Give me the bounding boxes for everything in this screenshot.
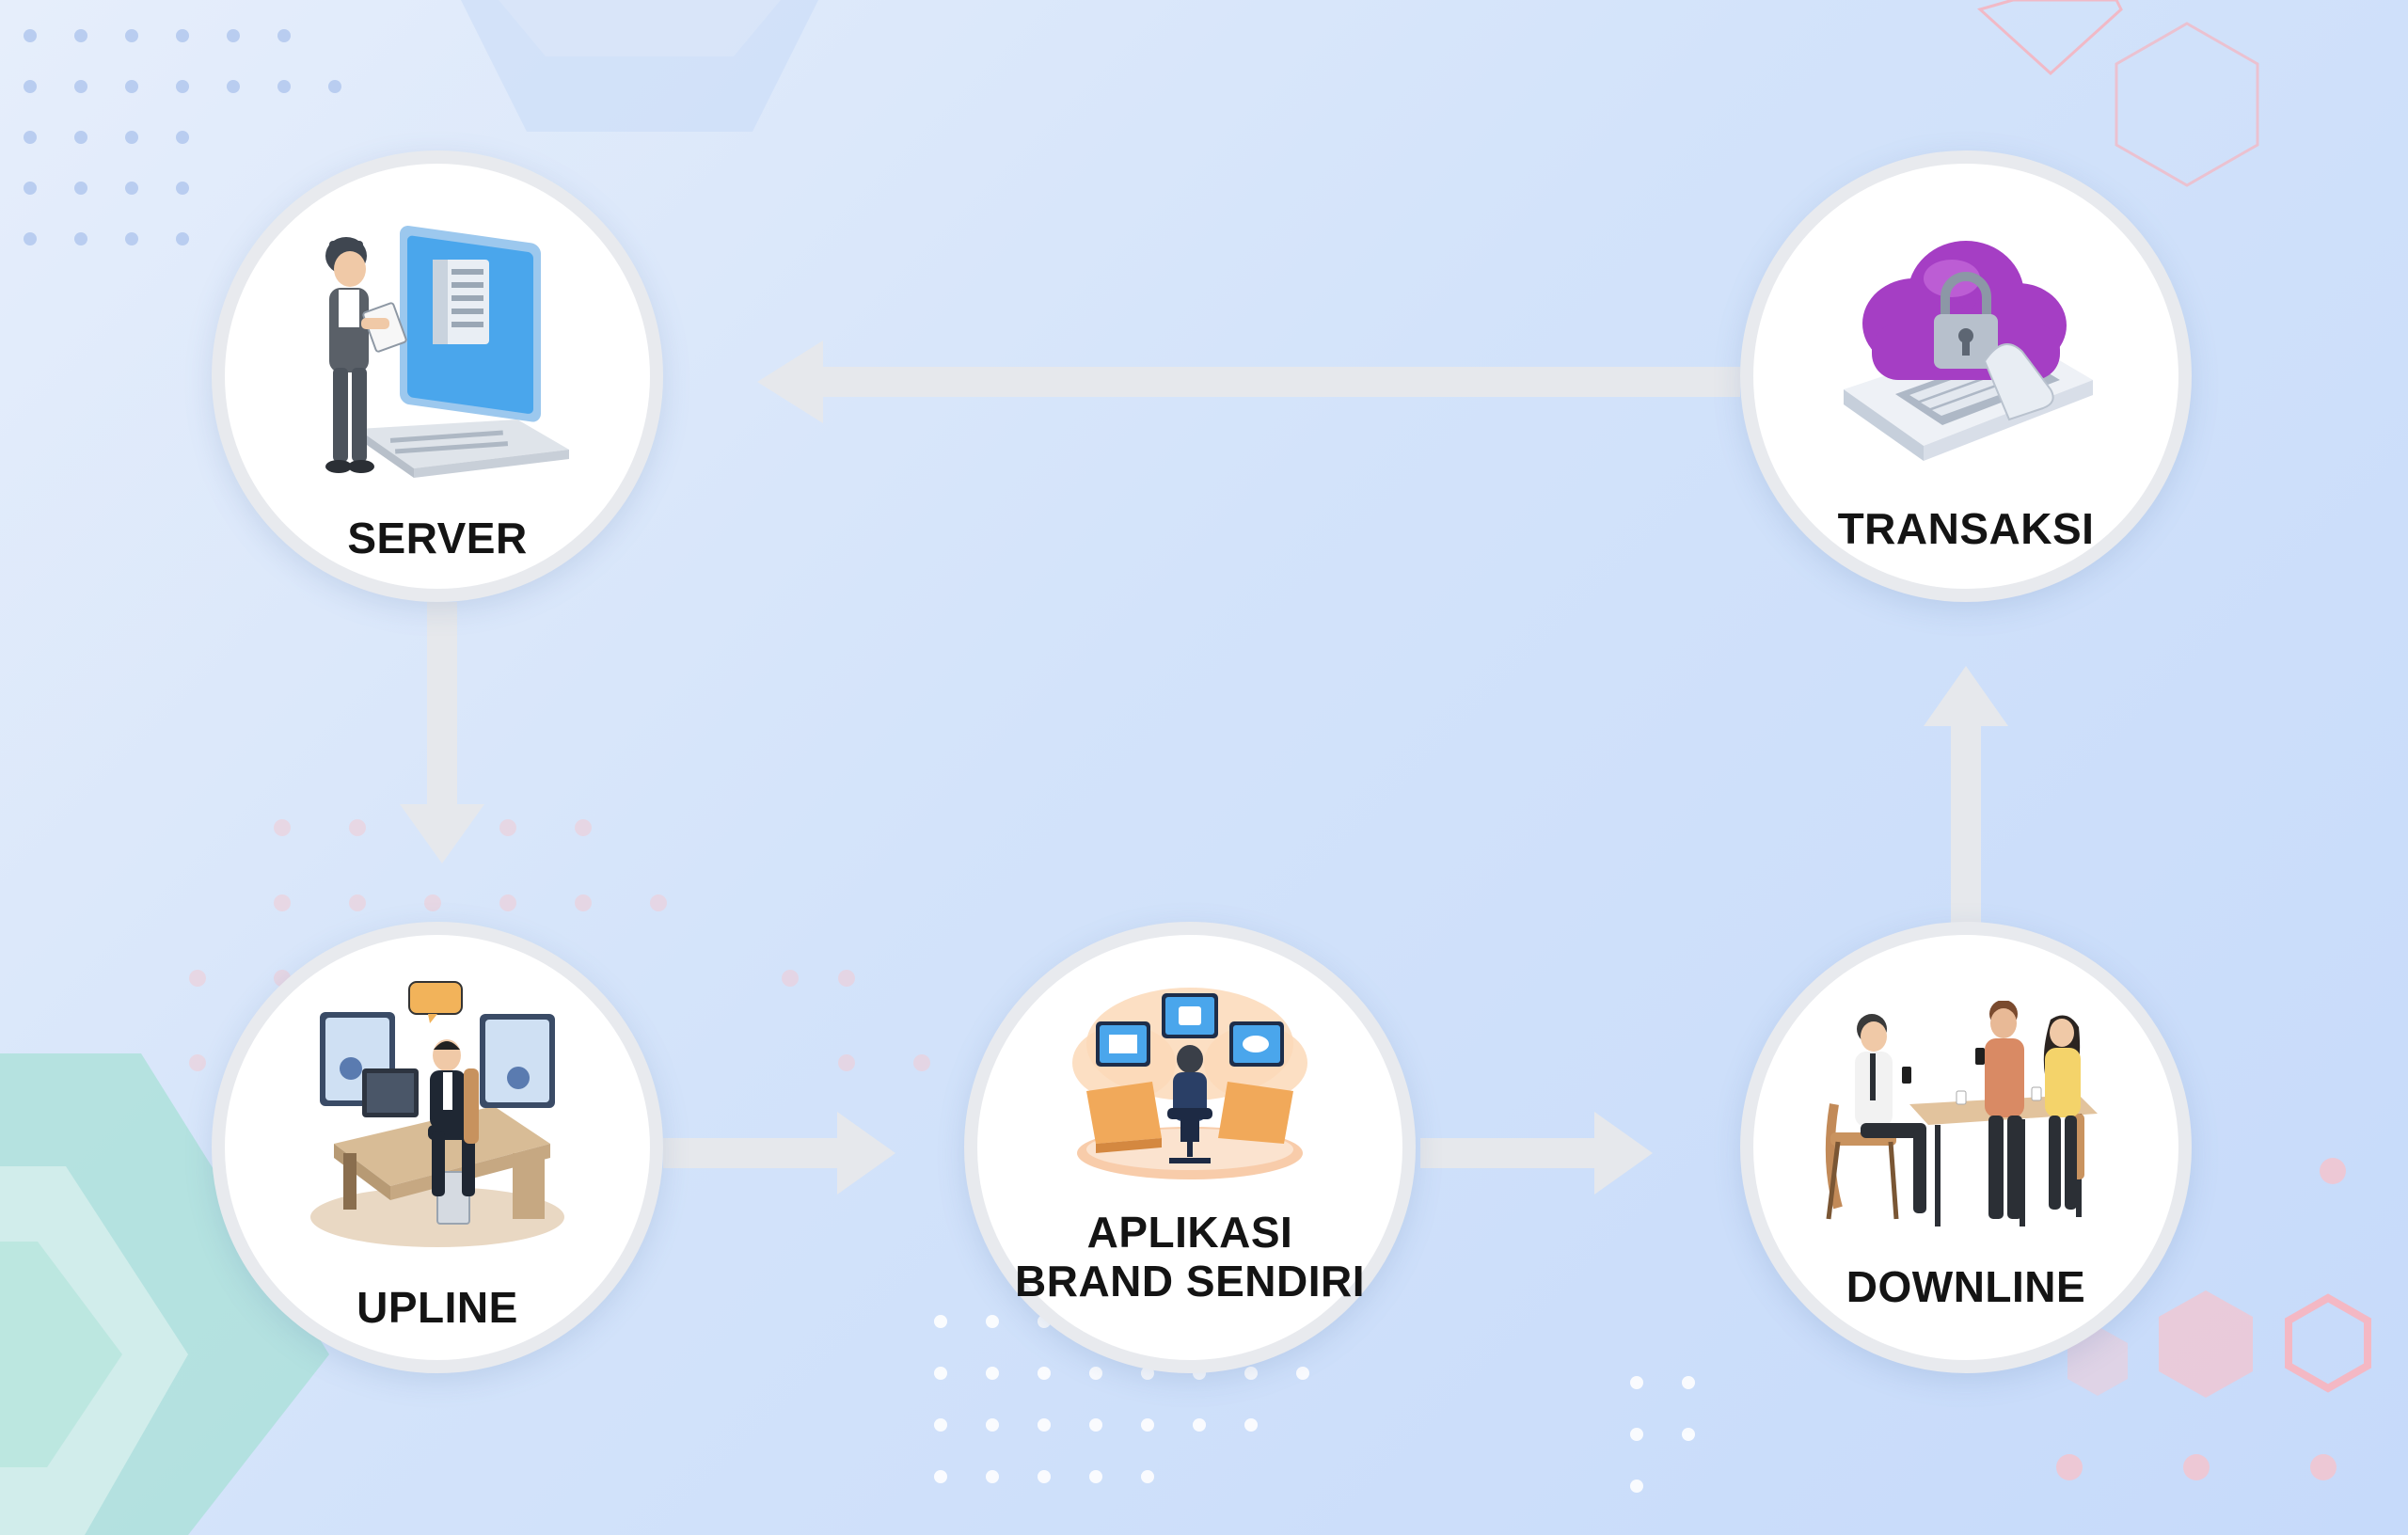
background-hexagon-shape	[2159, 1290, 2253, 1398]
technician-server-icon	[325, 226, 569, 478]
background-dot-grid	[24, 29, 341, 245]
multi-monitor-workstation-icon	[1072, 988, 1307, 1179]
people-meeting-table-icon	[1825, 1001, 2098, 1226]
cloud-lock-keyboard-icon	[1844, 241, 2093, 461]
background-hexagon-shape	[499, 0, 781, 56]
background-dot-grid	[189, 819, 930, 1071]
node-aplikasi-brand-sendiri: APLIKASI BRAND SENDIRI	[964, 922, 1416, 1373]
background-hexagon-outline	[2285, 1293, 2371, 1393]
node-downline: DOWNLINE	[1740, 922, 2192, 1373]
node-transaksi: TRANSAKSI	[1740, 150, 2192, 602]
node-label-server: SERVER	[347, 514, 528, 562]
background-dot-grid	[2056, 1158, 2346, 1480]
node-label-aplikasi-line2: BRAND SENDIRI	[1015, 1257, 1365, 1306]
arrow-transaksi-to-server	[757, 340, 1740, 423]
background-dot-grid	[934, 1315, 1695, 1493]
node-server: SERVER	[212, 150, 663, 602]
node-label-aplikasi-line1: APLIKASI	[1086, 1208, 1293, 1257]
office-desk-worker-icon	[310, 981, 564, 1247]
node-label-upline: UPLINE	[356, 1283, 518, 1332]
node-upline: UPLINE	[212, 922, 663, 1373]
arrow-upline-to-aplikasi	[663, 1112, 895, 1195]
background-chevron-shape	[0, 1242, 122, 1467]
arrow-downline-to-transaksi	[1924, 666, 2008, 931]
arrow-server-to-upline	[400, 602, 484, 863]
background-hexagon-outline	[2115, 22, 2259, 187]
background-hexagon-outline	[1976, 0, 2123, 76]
node-label-transaksi: TRANSAKSI	[1837, 504, 2095, 553]
background-hexagon-shape	[2067, 1326, 2128, 1396]
node-label-downline: DOWNLINE	[1846, 1262, 2086, 1311]
arrow-aplikasi-to-downline	[1420, 1112, 1653, 1195]
